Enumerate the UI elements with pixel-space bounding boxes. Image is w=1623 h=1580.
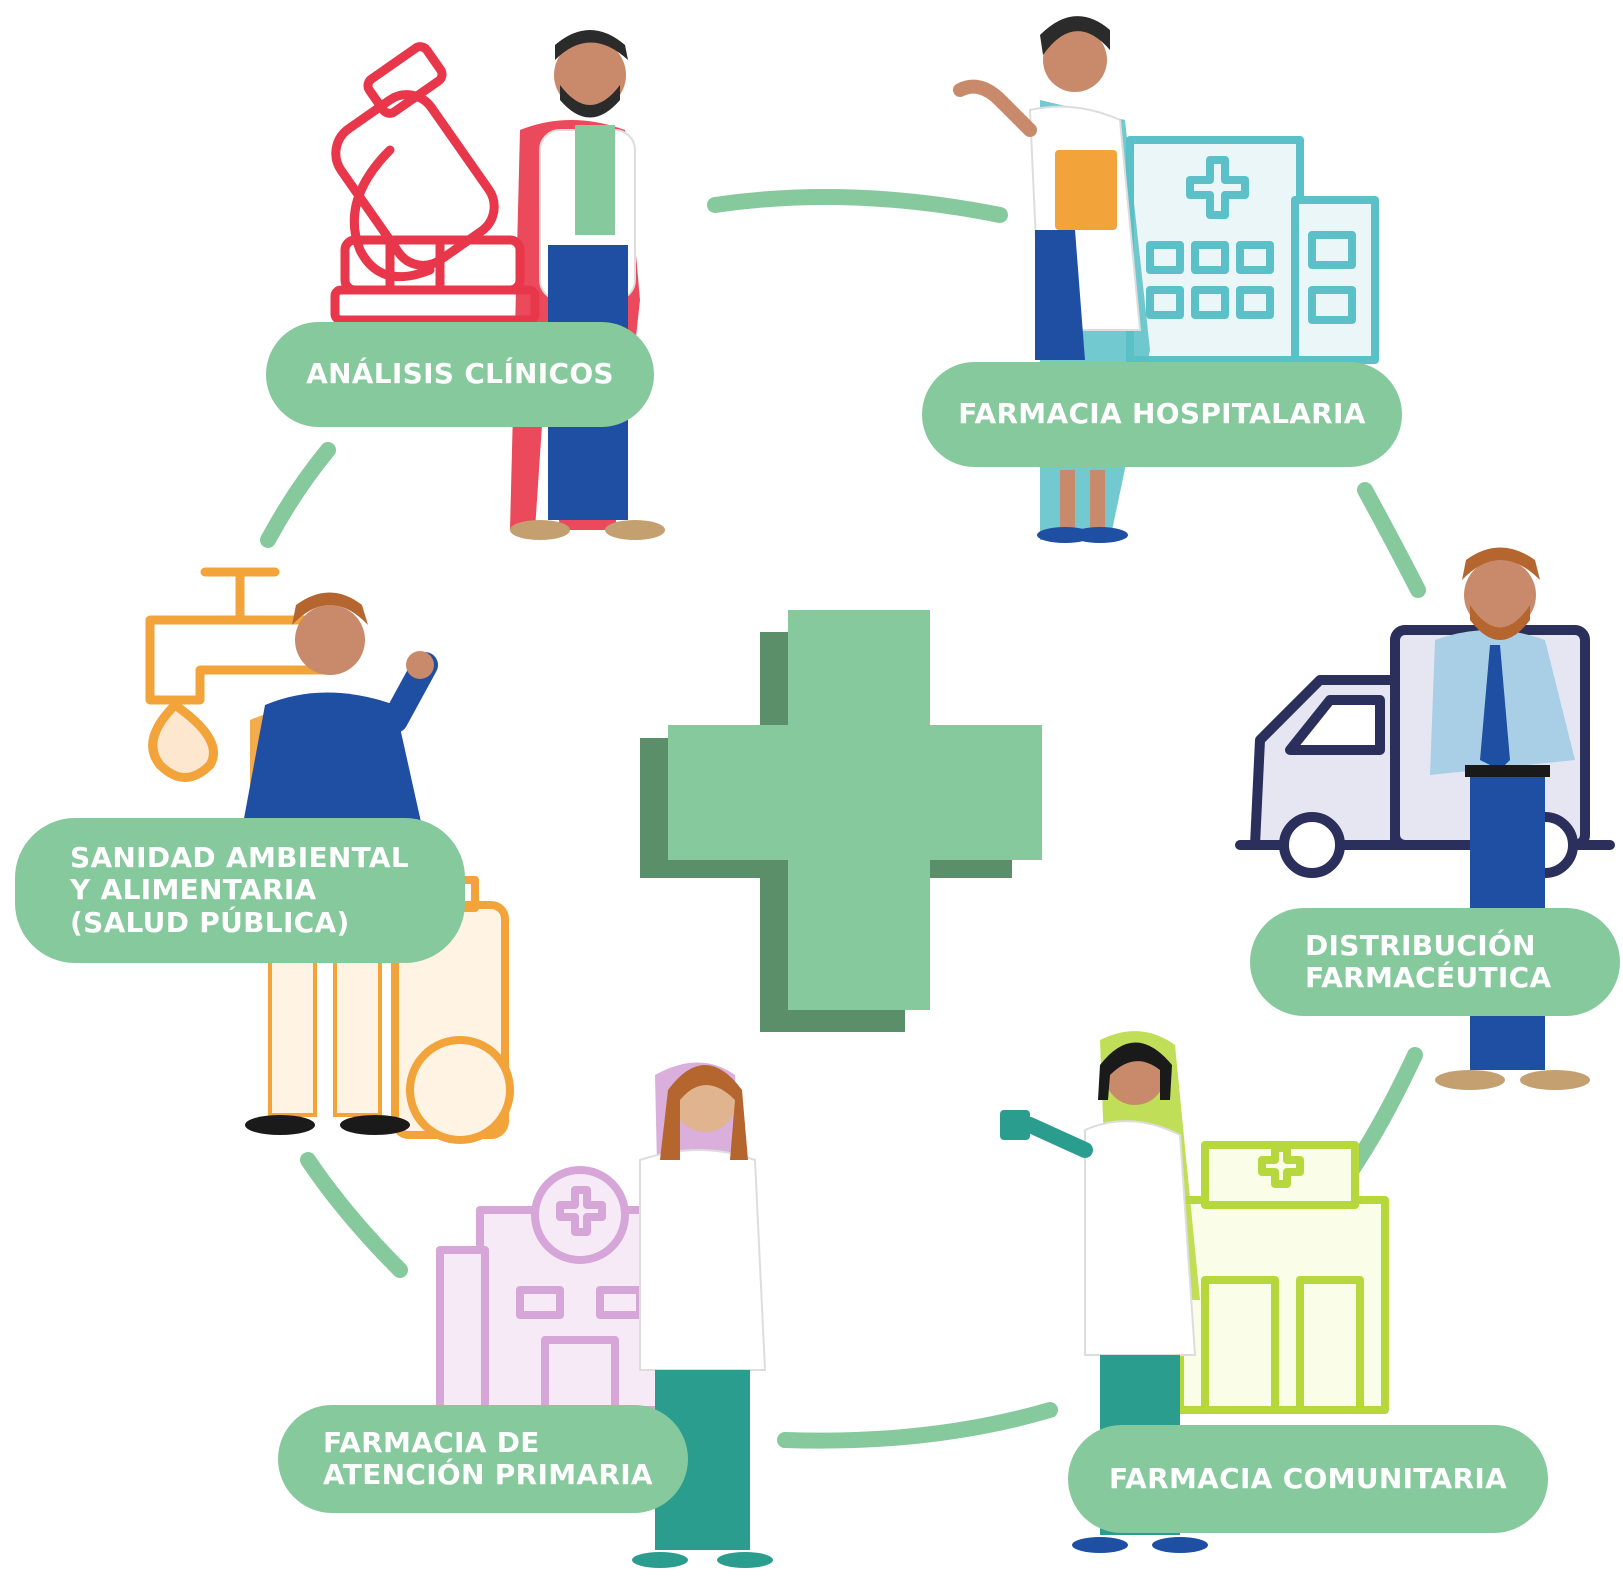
connector-sanidad-analisis (260, 442, 336, 548)
primaria-person (632, 1062, 773, 1568)
connector-arcs (260, 189, 1426, 1449)
label-distribucion-line-2: FARMACÉUTICA (1305, 961, 1552, 994)
connector-comunitaria-primaria (777, 1402, 1058, 1449)
label-sanidad-line-1: SANIDAD AMBIENTAL (70, 841, 409, 875)
label-analisis-clinicos: ANÁLISIS CLÍNICOS (266, 322, 654, 427)
comunitaria-illustration (1000, 1031, 1389, 1553)
label-primaria-line-1: FARMACIA DE (323, 1425, 540, 1459)
pharmacy-shop-icon (1176, 1141, 1389, 1414)
label-sanidad-ambiental: SANIDAD AMBIENTAL Y ALIMENTARIA (SALUD P… (15, 818, 465, 963)
label-farmacia-comunitaria: FARMACIA COMUNITARIA (1068, 1425, 1548, 1533)
pharmacy-cross-icon (640, 610, 1042, 1032)
label-sanidad-line-3: (SALUD PÚBLICA) (70, 905, 350, 939)
label-atencion-primaria: FARMACIA DE ATENCIÓN PRIMARIA (278, 1405, 688, 1513)
label-primaria-line-2: ATENCIÓN PRIMARIA (323, 1458, 653, 1491)
comunitaria-person (1000, 1031, 1208, 1553)
hospital-icon (1126, 136, 1379, 364)
sanidad-person (240, 592, 438, 1135)
connector-analisis-hospitalaria (707, 189, 1008, 223)
label-analisis-text: ANÁLISIS CLÍNICOS (306, 357, 614, 391)
hospitalaria-illustration (953, 16, 1379, 543)
microscope-icon (330, 42, 540, 325)
label-distribucion-line-1: DISTRIBUCIÓN (1305, 928, 1536, 962)
label-farmacia-hospitalaria: FARMACIA HOSPITALARIA (922, 362, 1402, 467)
label-comunitaria-text: FARMACIA COMUNITARIA (1108, 1461, 1508, 1495)
label-hospitalaria-text: FARMACIA HOSPITALARIA (958, 397, 1366, 431)
analisis-person (510, 30, 665, 540)
label-sanidad-line-2: Y ALIMENTARIA (70, 873, 317, 907)
analisis-illustration (330, 30, 665, 540)
cross-face (668, 610, 1042, 1010)
connector-primaria-sanidad (300, 1152, 408, 1278)
groceries-icon (391, 876, 514, 1144)
connector-hospitalaria-distribucion (1357, 482, 1426, 598)
label-distribucion-farmaceutica: DISTRIBUCIÓN FARMACÉUTICA (1250, 908, 1620, 1016)
sanidad-illustration (145, 567, 514, 1144)
